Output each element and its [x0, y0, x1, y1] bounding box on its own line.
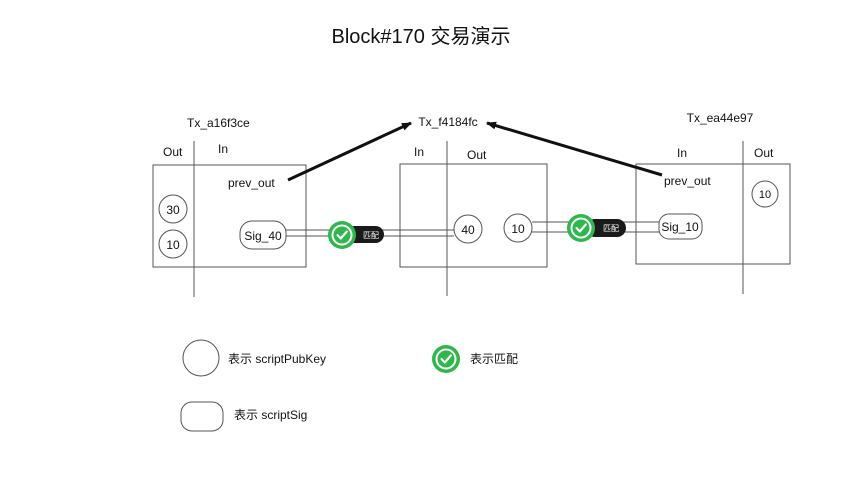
tx-right-name: Tx_ea44e97	[687, 111, 754, 125]
legend-circle-shape	[182, 339, 220, 377]
tx-right-out-label: Out	[754, 146, 774, 160]
tx-left-out-label: Out	[163, 145, 183, 159]
legend-rounded-rect-shape	[180, 401, 224, 432]
match-badge-label: 匹配	[363, 231, 379, 240]
check-circle-icon	[328, 221, 356, 249]
legend-sig-label: 表示 scriptSig	[234, 408, 307, 422]
match-badge-left: 匹配	[328, 221, 384, 249]
tx-middle-in-label: In	[414, 145, 424, 159]
legend-pubkey: 表示 scriptPubKey	[182, 339, 326, 377]
tx-right-sig-box	[658, 213, 703, 240]
tx-middle-input-value: 40	[461, 223, 475, 237]
legend-match-label: 表示匹配	[470, 352, 518, 366]
tx-right-output-circle	[751, 180, 779, 208]
tx-right-prev-out: prev_out	[664, 174, 711, 188]
tx-left-output-circle	[158, 194, 188, 224]
check-circle-icon	[567, 214, 595, 242]
tx-middle-input-circle	[453, 214, 483, 244]
tx-right-box	[635, 163, 791, 265]
tx-right-output-value: 10	[759, 189, 771, 201]
tx-right: Tx_ea44e97 In Out prev_out 10 Sig_10	[635, 111, 791, 294]
tx-left-prev-out: prev_out	[228, 176, 275, 190]
tx-left-name: Tx_a16f3ce	[187, 116, 250, 130]
tx-middle-output-value: 10	[511, 222, 525, 236]
tx-right-sig: Sig_10	[661, 220, 699, 234]
legend-sig: 表示 scriptSig	[180, 401, 307, 432]
tx-left-sig-box	[239, 220, 287, 250]
check-circle-icon	[432, 345, 460, 373]
arrow-left-to-middle	[287, 121, 412, 182]
tx-left-output-value: 30	[166, 203, 180, 217]
match-badge-label: 匹配	[603, 224, 619, 233]
tx-middle: Tx_f4184fc In Out 40 10	[399, 115, 548, 296]
tx-left-output-circle	[158, 229, 188, 259]
legend-pubkey-label: 表示 scriptPubKey	[228, 352, 326, 366]
arrow-right-to-middle	[486, 121, 663, 177]
tx-middle-name: Tx_f4184fc	[418, 115, 477, 129]
match-badge-right: 匹配	[567, 214, 626, 242]
tx-left-in-label: In	[218, 142, 228, 156]
tx-right-in-label: In	[677, 146, 687, 160]
tx-left-sig: Sig_40	[244, 229, 282, 243]
tx-left-output-value: 10	[166, 238, 180, 252]
legend-match: 表示匹配	[432, 345, 518, 373]
tx-middle-out-label: Out	[467, 148, 487, 162]
tx-left: Tx_a16f3ce Out In prev_out 30 10 Sig_40	[152, 116, 307, 297]
legend: 表示 scriptPubKey 表示 scriptSig 表示匹配	[180, 339, 518, 432]
diagram-title: Block#170 交易演示	[332, 25, 511, 48]
tx-middle-output-circle	[503, 213, 533, 243]
